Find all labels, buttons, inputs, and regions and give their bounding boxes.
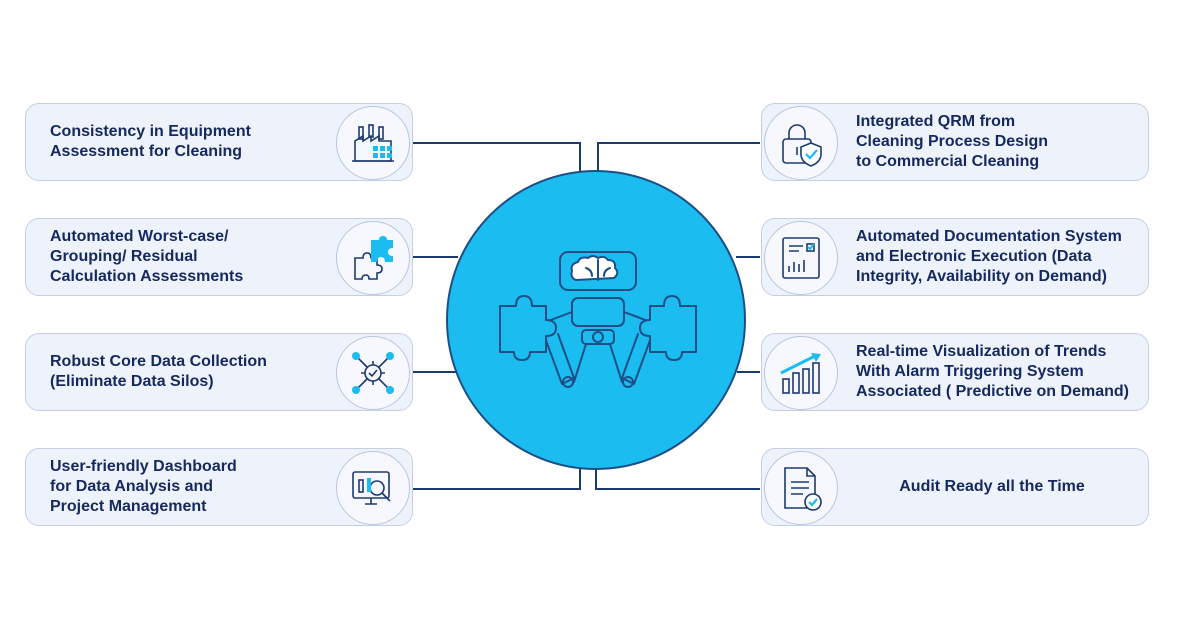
connector-right-4 [595, 465, 760, 490]
card-integrated-qrm: Integrated QRM from Cleaning Process Des… [761, 103, 1149, 181]
connector-right-1 [597, 142, 760, 172]
network-gear-icon [352, 352, 394, 394]
card-label: Robust Core Data Collection (Eliminate D… [50, 353, 267, 390]
card-label: Automated Worst-case/ Grouping/ Residual… [50, 228, 244, 285]
connector-left-1 [413, 142, 581, 176]
card-label: Audit Ready all the Time [899, 478, 1085, 495]
connector-left-4 [413, 462, 581, 490]
icon-badge [764, 451, 838, 525]
central-hub [446, 170, 746, 470]
robot-brain-puzzle-icon [499, 251, 697, 388]
document-check-icon [784, 467, 822, 511]
icon-badge [336, 336, 410, 410]
trend-chart-icon [780, 353, 821, 394]
card-label: User-friendly Dashboard for Data Analysi… [50, 458, 237, 515]
card-label: Integrated QRM from Cleaning Process Des… [856, 113, 1049, 170]
card-dashboard: User-friendly Dashboard for Data Analysi… [25, 448, 413, 526]
icon-badge [764, 221, 838, 295]
card-equipment-assessment: Consistency in Equipment Assessment for … [25, 103, 413, 181]
card-label: Automated Documentation System and Elect… [856, 228, 1122, 285]
report-icon [782, 237, 820, 279]
card-worst-case-assessments: Automated Worst-case/ Grouping/ Residual… [25, 218, 413, 296]
icon-badge [764, 106, 838, 180]
card-documentation-system: Automated Documentation System and Elect… [761, 218, 1149, 296]
card-core-data-collection: Robust Core Data Collection (Eliminate D… [25, 333, 413, 411]
factory-icon [352, 124, 394, 162]
puzzle-icon [354, 236, 393, 280]
icon-badge [336, 106, 410, 180]
lock-shield-icon [782, 124, 822, 167]
icon-badge [336, 221, 410, 295]
icon-badge [764, 336, 838, 410]
card-label: Real-time Visualization of Trends With A… [856, 343, 1129, 400]
card-audit-ready: Audit Ready all the Time [761, 448, 1149, 526]
card-realtime-visualization: Real-time Visualization of Trends With A… [761, 333, 1149, 411]
card-label: Consistency in Equipment Assessment for … [50, 123, 251, 160]
monitor-search-icon [352, 471, 391, 505]
icon-badge [336, 451, 410, 525]
